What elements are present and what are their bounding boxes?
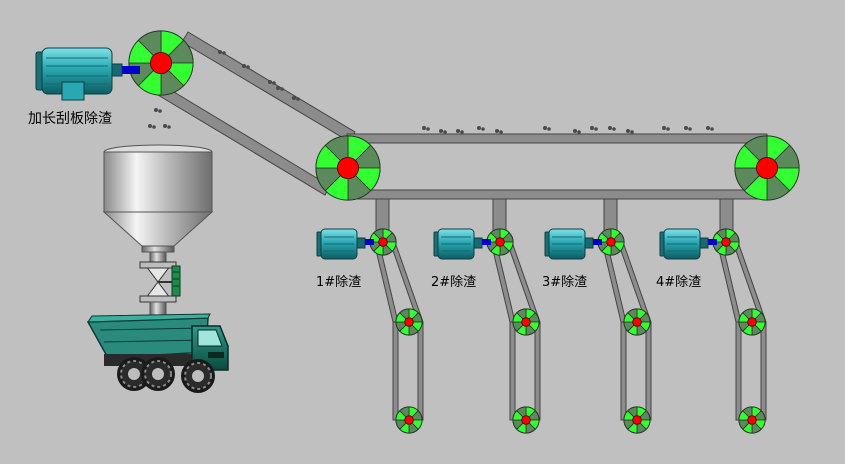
- pulley-icon: [395, 406, 423, 434]
- electric-motor-icon: [544, 228, 594, 260]
- slag-particle-icon: [163, 124, 171, 129]
- slag-particle-icon: [276, 86, 284, 91]
- slag-particle-icon: [662, 126, 670, 131]
- coupling-shaft: [122, 66, 140, 74]
- slag-particle-icon: [590, 126, 598, 131]
- valve-icon[interactable]: [139, 261, 181, 319]
- pulley-icon: [734, 135, 800, 201]
- pulley-icon: [623, 406, 651, 434]
- electric-motor-icon: [35, 47, 123, 101]
- main-motor-label: 加长刮板除渣: [28, 111, 112, 127]
- unit-motor-2[interactable]: [433, 228, 491, 260]
- slag-particle-icon: [684, 126, 692, 131]
- slag-particle-icon: [242, 64, 250, 69]
- pulley-icon: [486, 228, 514, 256]
- pulley-icon: [712, 228, 740, 256]
- slag-particle-icon: [477, 126, 485, 131]
- slag-particle-icon: [626, 129, 634, 134]
- slag-particle-icon: [268, 80, 276, 85]
- pulley-icon: [315, 135, 381, 201]
- slag-particle-icon: [439, 129, 447, 134]
- slag-particle-icon: [543, 126, 551, 131]
- pulley-icon: [369, 228, 397, 256]
- slag-particle-icon: [422, 126, 430, 131]
- pulley-icon: [738, 406, 766, 434]
- pulley-icon: [738, 308, 766, 336]
- slag-particle-icon: [495, 129, 503, 134]
- incline-belt-upper: [181, 31, 356, 143]
- slag-particle-icon: [608, 126, 616, 131]
- electric-motor-icon: [433, 228, 483, 260]
- pulley-icon: [512, 406, 540, 434]
- slag-particle-icon: [706, 126, 714, 131]
- slag-particle-icon: [456, 129, 464, 134]
- electric-motor-icon: [659, 228, 709, 260]
- unit-conveyors: [373, 241, 767, 421]
- main-conveyor: [157, 31, 768, 200]
- unit-3-label: 3#除渣: [542, 275, 588, 290]
- horizontal-belt-upper: [346, 133, 768, 144]
- pulley-icon: [128, 30, 194, 96]
- pulley-icon: [512, 308, 540, 336]
- support-posts: [375, 198, 734, 234]
- dump-truck-icon: [86, 313, 229, 393]
- unit-motor-1[interactable]: [316, 228, 374, 260]
- unit-motor-3[interactable]: [544, 228, 602, 260]
- conveyor-belt-icon: [716, 241, 767, 421]
- horizontal-belt-lower: [346, 189, 768, 200]
- unit-1-label: 1#除渣: [316, 275, 362, 290]
- unit-2-label: 2#除渣: [431, 275, 477, 290]
- pulley-icon: [623, 308, 651, 336]
- pulley-icon: [395, 308, 423, 336]
- slag-particle-icon: [573, 129, 581, 134]
- main-motor[interactable]: [35, 47, 140, 101]
- slag-particle-icon: [218, 50, 226, 55]
- unit-4-label: 4#除渣: [656, 275, 702, 290]
- hopper-icon: [102, 144, 214, 267]
- truck-wheels: [117, 357, 215, 393]
- electric-motor-icon: [316, 228, 366, 260]
- slag-particles: [148, 50, 714, 134]
- slag-particle-icon: [154, 108, 162, 113]
- slag-particle-icon: [292, 96, 300, 101]
- unit-motor-4[interactable]: [659, 228, 717, 260]
- slag-particle-icon: [148, 124, 156, 129]
